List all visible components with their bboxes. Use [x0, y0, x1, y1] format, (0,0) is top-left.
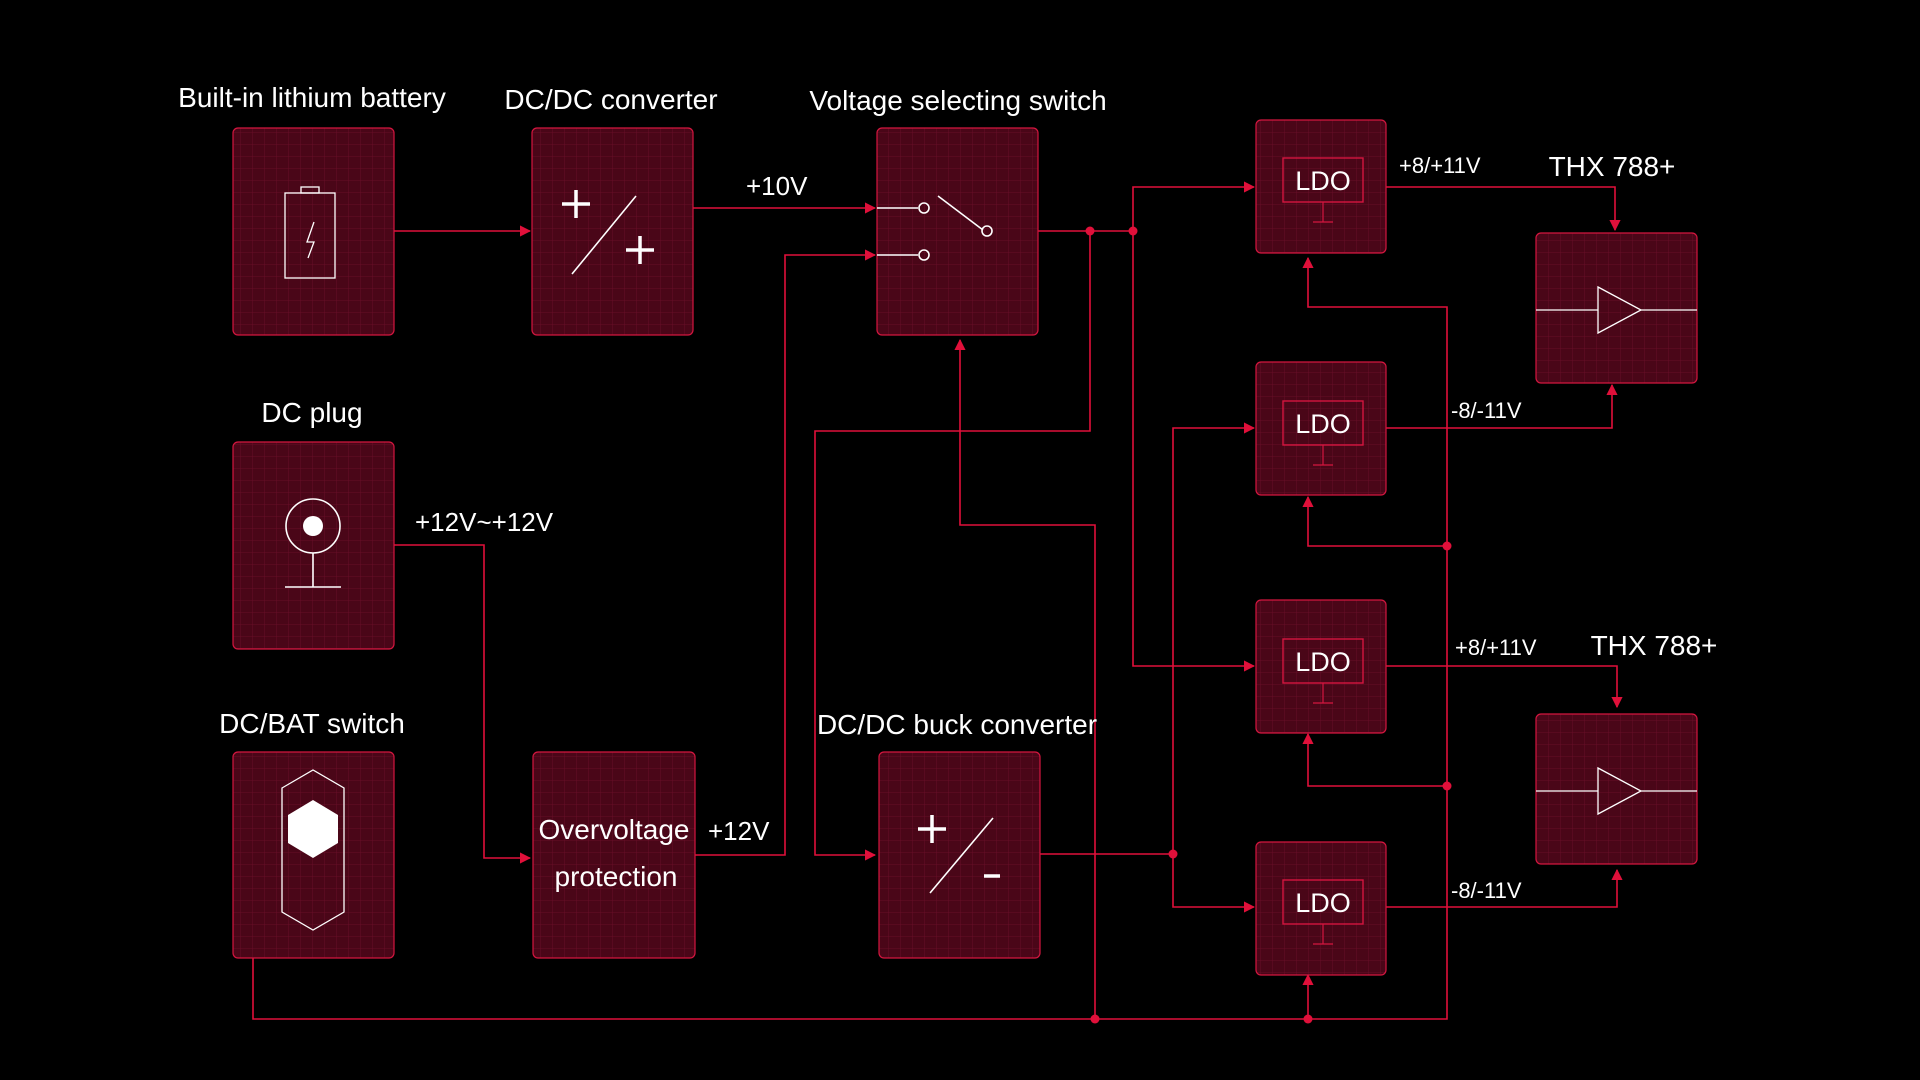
dcplug-label: DC plug: [261, 397, 362, 428]
dcbat-label: DC/BAT switch: [219, 708, 405, 739]
overvoltage-block: [532, 751, 696, 959]
wire-enable-bus: [252, 256, 1448, 1020]
overvoltage-line2: protection: [555, 861, 678, 892]
wire-ldo3-out: [1386, 665, 1623, 709]
buck-converter-block: [878, 751, 1041, 959]
wire-enable-ldo2: [1302, 495, 1447, 547]
dc-plug-block: [232, 441, 395, 650]
voltage-12v: +12V: [708, 816, 770, 846]
wire-enable-ldo3: [1302, 732, 1447, 787]
wire-switch-loop-to-buck: [814, 231, 1091, 861]
hexagon-slider-icon: [281, 769, 345, 931]
thx2-label: THX 788+: [1591, 630, 1718, 661]
voltage-pos-1: +8/+11V: [1399, 153, 1481, 178]
ldo-block-4: [1255, 841, 1387, 976]
amplifier-triangle-icon: [1536, 766, 1697, 816]
wire-dcplug-to-ovp: [394, 544, 532, 864]
voltage-pos-2: +8/+11V: [1455, 635, 1537, 660]
battery-icon: [284, 186, 336, 279]
wire-ovp-to-switch: [695, 249, 877, 856]
wire-ldo4-out: [1386, 868, 1623, 908]
ldo-block-1: [1255, 119, 1387, 254]
amplifier-triangle-icon: [1536, 285, 1697, 335]
ldo-block-2: [1255, 361, 1387, 496]
voltage-12v-range: +12V~+12V: [415, 507, 554, 537]
thx-amp-block-1: [1535, 232, 1698, 384]
ldo-block-3: [1255, 599, 1387, 734]
dcdc-label: DC/DC converter: [504, 84, 717, 115]
ldo-label-1: LDO: [1295, 166, 1351, 196]
dcdc-converter-block: [531, 127, 694, 336]
ldo-label-2: LDO: [1295, 409, 1351, 439]
ldo-label-3: LDO: [1295, 647, 1351, 677]
overvoltage-line1: Overvoltage: [539, 814, 690, 845]
dc-jack-icon: [285, 498, 341, 588]
voltage-neg-2: -8/-11V: [1451, 878, 1522, 903]
wire-to-ldo2: [1172, 422, 1256, 854]
junction-dots: [1085, 226, 1452, 1024]
wire-to-ldo4: [1172, 854, 1256, 913]
vswitch-label: Voltage selecting switch: [809, 85, 1106, 116]
dcbat-switch-block: [232, 751, 395, 959]
ldo-label-4: LDO: [1295, 888, 1351, 918]
battery-label: Built-in lithium battery: [178, 82, 446, 113]
battery-block: [232, 127, 395, 336]
voltage-10v: +10V: [746, 171, 808, 201]
buck-label: DC/DC buck converter: [817, 709, 1097, 740]
wire-to-ldo1: [1132, 181, 1256, 231]
wire-ldo2-out: [1386, 383, 1618, 429]
wire-enable-switch: [954, 338, 1096, 1019]
switch-icon: [877, 195, 993, 261]
plus-plus-converter-icon: [562, 190, 654, 275]
voltage-switch-block: [876, 127, 1039, 336]
wires: [252, 181, 1623, 1020]
voltage-neg-1: -8/-11V: [1451, 398, 1522, 423]
wire-to-ldo3: [1132, 231, 1256, 672]
plus-minus-converter-icon: [918, 815, 1000, 894]
thx-amp-block-2: [1535, 713, 1698, 865]
thx1-label: THX 788+: [1549, 151, 1676, 182]
wire-ldo1-out: [1386, 186, 1621, 232]
